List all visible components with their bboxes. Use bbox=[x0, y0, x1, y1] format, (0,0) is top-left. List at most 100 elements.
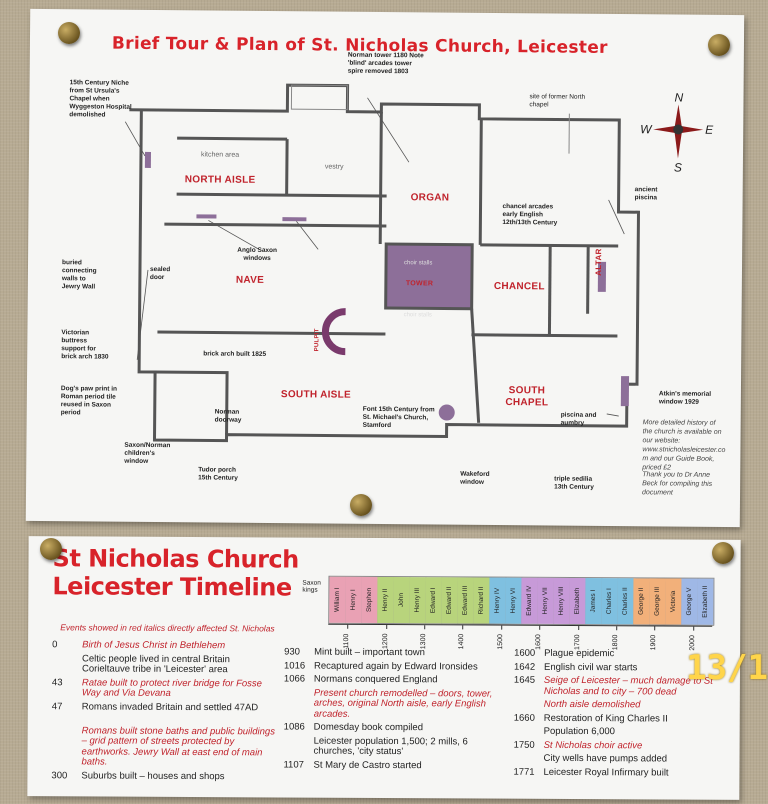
event-year: 1107 bbox=[283, 758, 304, 771]
event-text: Domesday book compiled bbox=[313, 721, 424, 734]
note-north-chapel: site of former North chapel bbox=[529, 93, 586, 109]
king-cell: Henry IV bbox=[489, 577, 507, 624]
timeline-event: 47 Romans invaded Britain and settled 47A… bbox=[51, 700, 276, 727]
compass-e: E bbox=[705, 122, 714, 137]
label-choir-stalls-bottom: choir stalls bbox=[403, 312, 432, 319]
event-text: City wells have pumps added bbox=[543, 752, 668, 765]
king-name: Henry VIII bbox=[557, 586, 565, 616]
event-year: 930 bbox=[284, 646, 300, 658]
event-text: North aisle demolished bbox=[543, 698, 641, 711]
event-text: Ratae built to protect river bridge for … bbox=[81, 676, 263, 699]
tick-mark bbox=[577, 626, 579, 631]
king-name: John bbox=[397, 593, 405, 608]
event-year: 43 bbox=[51, 676, 63, 688]
timeline-event: Present church remodelled – doors, tower… bbox=[284, 687, 506, 724]
camera-date-stamp: 13/1 bbox=[686, 648, 768, 688]
room-chancel: CHANCEL bbox=[493, 280, 545, 293]
compass-s: S bbox=[673, 160, 682, 175]
note-sedilia: triple sedilia 13th Century bbox=[554, 475, 594, 491]
timeline-event: Romans built stone baths and public buil… bbox=[51, 724, 275, 772]
king-name: Henry III bbox=[413, 587, 421, 613]
timeline-event: Leicester population 1,500; 2 mills, 6 c… bbox=[284, 735, 506, 761]
king-cell: Henry VI bbox=[505, 577, 523, 624]
room-south-aisle: SOUTH AISLE bbox=[280, 389, 352, 401]
event-text: Romans invaded Britain and settled 47AD bbox=[81, 700, 259, 713]
event-text: Present church remodelled – doors, tower… bbox=[313, 687, 493, 720]
king-cell: Richard II bbox=[473, 577, 491, 624]
event-text: Population 6,000 bbox=[543, 725, 616, 738]
king-cell: William I bbox=[329, 576, 347, 623]
king-cell: Charles II bbox=[617, 578, 635, 625]
room-north-aisle: NORTH AISLE bbox=[184, 174, 256, 186]
king-cell: Henry I bbox=[345, 576, 363, 623]
note-dogs-paw: Dog's paw print in Roman period tile reu… bbox=[60, 385, 118, 417]
room-south-chapel: SOUTH CHAPEL bbox=[505, 385, 549, 409]
king-name: Charles I bbox=[605, 588, 613, 615]
note-chancel-arcades: chancel arcades early English 12th/13th … bbox=[502, 203, 558, 227]
timeline-subtitle: Events showed in red italics directly af… bbox=[60, 622, 275, 634]
king-cell: Elizabeth II bbox=[697, 578, 715, 625]
king-cell: Edward II bbox=[441, 577, 459, 624]
king-name: Elizabeth II bbox=[701, 585, 709, 618]
king-name: Edward I bbox=[429, 587, 437, 614]
event-year: 47 bbox=[51, 700, 63, 712]
event-year: 1771 bbox=[513, 766, 535, 778]
label-choir-stalls-top: choir stalls bbox=[404, 260, 433, 267]
event-year: 1066 bbox=[283, 673, 306, 685]
note-tudor-porch: Tudor porch 15th Century bbox=[198, 466, 238, 482]
push-pin bbox=[708, 34, 730, 56]
event-text: Romans built stone baths and public buil… bbox=[81, 724, 275, 768]
king-name: Stephen bbox=[365, 587, 373, 613]
push-pin bbox=[350, 494, 372, 516]
event-text: Mint built – important town bbox=[314, 646, 426, 659]
king-cell: Victoria bbox=[665, 578, 683, 625]
note-victorian: Victorian buttress support for brick arc… bbox=[61, 329, 109, 361]
king-name: Edward III bbox=[461, 585, 469, 616]
note-norman-tower: Norman tower 1180 Note 'blind' arcades t… bbox=[347, 51, 424, 76]
event-text: Leicester Royal Infirmary built bbox=[543, 766, 669, 778]
label-kitchen: kitchen area bbox=[200, 151, 240, 159]
event-year: 0 bbox=[52, 639, 58, 651]
king-name: Henry I bbox=[349, 589, 357, 611]
tick-label: 1600 bbox=[535, 634, 543, 650]
event-year: 1600 bbox=[514, 647, 536, 659]
king-cell: John bbox=[393, 577, 411, 624]
king-name: Elizabeth bbox=[573, 587, 581, 615]
timeline-title-line1: St Nicholas Church bbox=[52, 544, 299, 574]
note-niche: 15th Century Niche from St Ursula's Chap… bbox=[69, 79, 132, 119]
side-note-thanks: Thank you to Dr Anne Beck for compiling … bbox=[642, 471, 713, 497]
king-name: Henry VI bbox=[509, 588, 517, 614]
church-plan-sheet: Brief Tour & Plan of St. Nicholas Church… bbox=[25, 8, 745, 528]
tick-label: 1500 bbox=[496, 634, 504, 650]
event-year: 1645 bbox=[513, 674, 536, 686]
note-buried-walls: buried connecting walls to Jewry Wall bbox=[61, 259, 97, 291]
king-name: Edward IV bbox=[525, 585, 533, 616]
room-tower: TOWER bbox=[405, 280, 434, 288]
event-text: Suburbs built – houses and shops bbox=[81, 769, 225, 782]
king-cell: Henry VII bbox=[537, 577, 555, 624]
king-name: Henry VII bbox=[541, 587, 549, 615]
note-norman-doorway: Norman doorway bbox=[214, 408, 242, 424]
event-year: 1660 bbox=[513, 712, 535, 724]
event-text: Recaptured again by Edward Ironsides bbox=[313, 660, 478, 672]
note-anglo-saxon: Anglo Saxon windows bbox=[237, 246, 278, 263]
side-note-website: More detailed history of the church is a… bbox=[642, 419, 726, 472]
note-piscina: piscina and aumbry bbox=[560, 411, 597, 427]
event-year: 1642 bbox=[513, 661, 536, 673]
king-name: George V bbox=[685, 587, 693, 616]
room-nave: NAVE bbox=[235, 274, 265, 286]
push-pin bbox=[40, 538, 62, 560]
floor-plan-drawing bbox=[124, 83, 641, 443]
king-cell: Henry III bbox=[409, 577, 427, 624]
king-name: Charles II bbox=[621, 587, 629, 616]
tick-mark bbox=[385, 625, 387, 630]
king-cell: Elizabeth bbox=[569, 577, 587, 625]
event-text: St Nicholas choir active bbox=[543, 739, 643, 751]
king-cell: Edward III bbox=[457, 577, 475, 624]
timeline-event: 43 Ratae built to protect river bridge fo… bbox=[51, 676, 276, 703]
note-font: Font 15th Century from St. Michael's Chu… bbox=[362, 405, 435, 430]
king-cell: Henry VIII bbox=[553, 577, 571, 624]
